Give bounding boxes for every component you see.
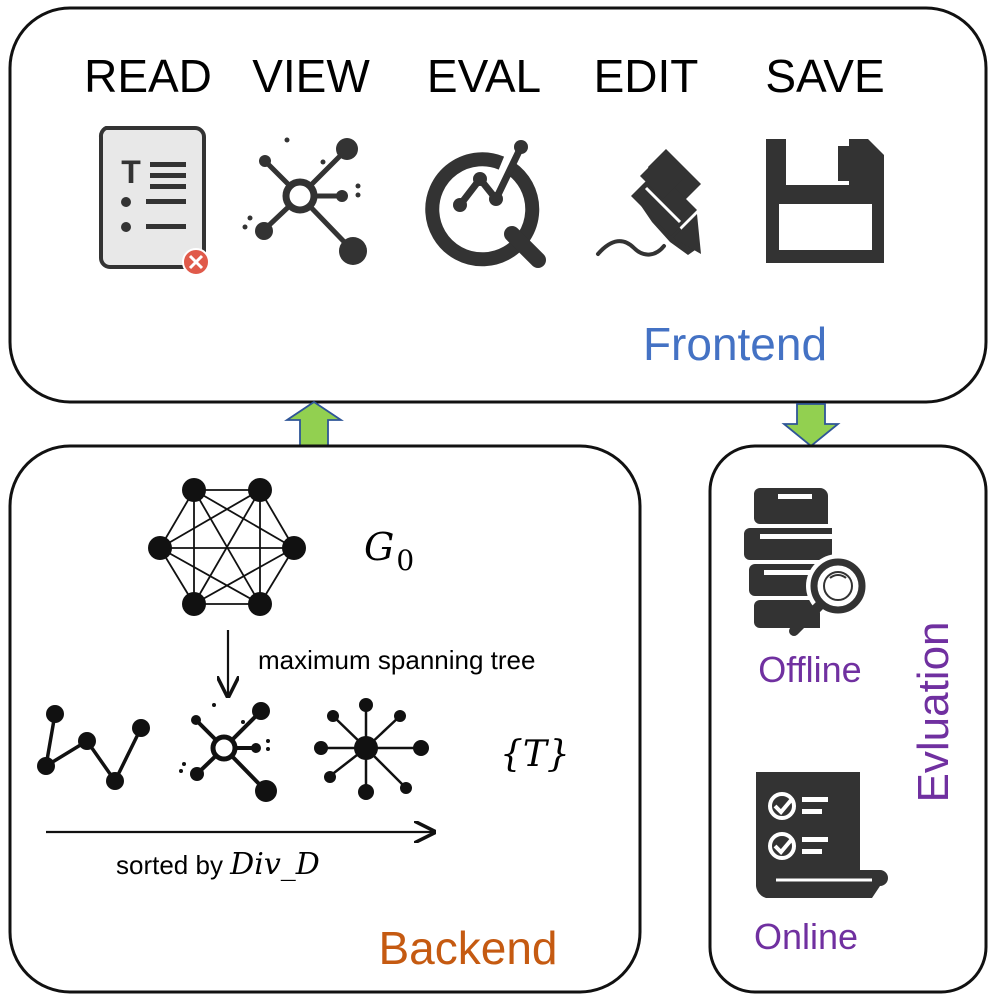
network-icon bbox=[242, 137, 367, 265]
sort-label: sorted by Div_D bbox=[116, 847, 320, 882]
sort-metric: Div_D bbox=[229, 847, 320, 882]
svg-text:T: T bbox=[121, 154, 141, 190]
complete-graph bbox=[148, 478, 306, 616]
step-edit-label: EDIT bbox=[594, 50, 699, 102]
backend-panel: G0 maximum spanning tree bbox=[8, 444, 642, 994]
evaluation-panel: Offline Online Evluation bbox=[708, 444, 988, 994]
sort-prefix: sorted by bbox=[116, 850, 230, 880]
step-eval-label: EVAL bbox=[427, 50, 541, 102]
book-stack-magnifier-icon bbox=[744, 488, 870, 636]
graph-symbol-subscript: 0 bbox=[396, 544, 414, 577]
offline-label: Offline bbox=[758, 649, 861, 690]
step-read-label: READ bbox=[84, 50, 212, 102]
evaluation-magnifier-icon bbox=[425, 140, 546, 268]
process-label: maximum spanning tree bbox=[258, 645, 535, 675]
graph-symbol-letter: G bbox=[364, 525, 394, 569]
path-tree bbox=[37, 705, 150, 790]
step-save-label: SAVE bbox=[765, 50, 884, 102]
up-arrow-icon bbox=[284, 400, 344, 447]
evaluation-label: Evluation bbox=[909, 621, 958, 802]
document-icon: T bbox=[98, 126, 210, 276]
floppy-disk-icon bbox=[766, 139, 884, 263]
backend-label: Backend bbox=[378, 922, 557, 974]
star-tree bbox=[314, 698, 429, 800]
pencil-icon bbox=[596, 149, 701, 257]
online-label: Online bbox=[754, 916, 858, 957]
frontend-label: Frontend bbox=[643, 318, 827, 370]
hub-tree bbox=[179, 702, 277, 802]
down-arrow-icon bbox=[781, 403, 841, 448]
frontend-panel: READ VIEW EVAL EDIT SAVE T bbox=[8, 6, 988, 404]
checklist-icon bbox=[756, 772, 888, 898]
trees-symbol: {T} bbox=[500, 734, 570, 775]
graph-symbol: G0 bbox=[364, 525, 414, 577]
step-view-label: VIEW bbox=[252, 50, 370, 102]
